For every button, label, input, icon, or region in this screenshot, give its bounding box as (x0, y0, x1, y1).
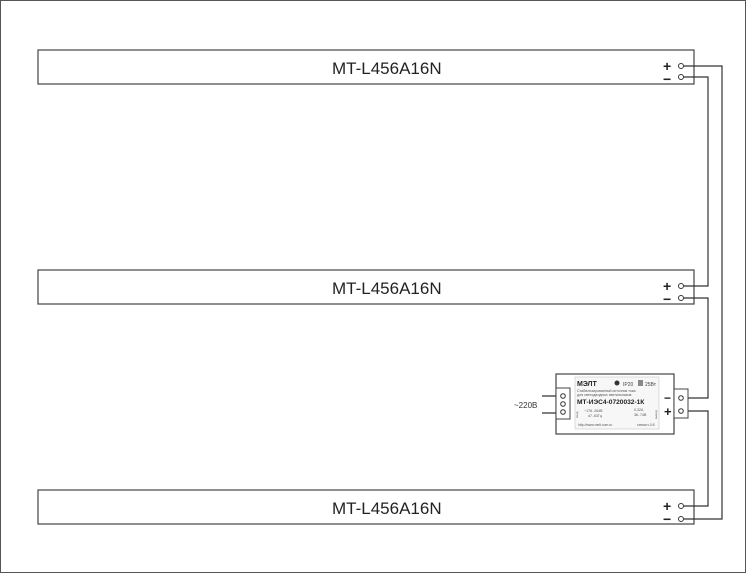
minus-terminal (678, 74, 684, 80)
wire-driver-plus-to-lamp3-plus (684, 410, 709, 507)
output-minus-terminal (678, 395, 684, 401)
minus-sign: − (663, 71, 671, 87)
minus-sign: − (663, 291, 671, 307)
description: для светодиодных светильников (577, 393, 631, 397)
input-spec: ~176..264В (584, 409, 603, 413)
input-terminal (560, 401, 566, 407)
wire-lamp1-minus-to-lamp2-plus (684, 76, 709, 287)
output-spec: 36..74В (634, 413, 647, 417)
wires (542, 65, 723, 520)
lamp-1: MT-L456A16N + − (37, 49, 695, 87)
output-minus-sign: − (664, 391, 671, 405)
minus-terminal (678, 516, 684, 522)
description: Стабилизированный источник тока (577, 389, 635, 393)
output-side-label: выход (654, 410, 658, 419)
input-terminal (560, 409, 566, 415)
led-driver: − + МЭЛТ IP20 25Вт Стабилизированный ист… (555, 373, 689, 435)
output-plus-terminal (678, 408, 684, 414)
lamp-label: MT-L456A16N (332, 59, 442, 78)
minus-terminal (678, 295, 684, 301)
lamp-2: MT-L456A16N + − (37, 269, 695, 307)
output-plus-sign: + (664, 404, 672, 419)
input-terminal (560, 393, 566, 399)
lamp-3: MT-L456A16N + − (37, 489, 695, 527)
brand-logo: МЭЛТ (577, 381, 597, 388)
lamp-label: MT-L456A16N (332, 279, 442, 298)
input-side-label: вход (575, 411, 579, 418)
wire-lamp1-plus-to-lamp3-minus (684, 65, 723, 520)
plus-sign: + (663, 278, 671, 294)
output-spec: 0,32А (634, 408, 644, 412)
input-spec: 47..63Гц (588, 414, 602, 418)
website: http://www.melt.com.ru (578, 423, 612, 427)
driver-model: МТ-ИЭС4-0720032-1К (577, 399, 645, 406)
plus-terminal (678, 63, 684, 69)
plus-sign: + (663, 58, 671, 74)
lamp-label: MT-L456A16N (332, 499, 442, 518)
output-terminal-block (673, 388, 689, 419)
power-rating: 25Вт (645, 382, 657, 388)
ip-rating: IP20 (623, 382, 634, 388)
supply-label: ~220В (514, 401, 537, 410)
plus-sign: + (663, 498, 671, 514)
certification-icon (614, 380, 620, 386)
plus-terminal (678, 503, 684, 509)
version: сxeмa v.0.8 (637, 423, 655, 427)
class-icon (638, 380, 643, 386)
wire-lamp2-minus-to-driver-minus (684, 297, 709, 399)
plus-terminal (678, 283, 684, 289)
minus-sign: − (663, 511, 671, 527)
